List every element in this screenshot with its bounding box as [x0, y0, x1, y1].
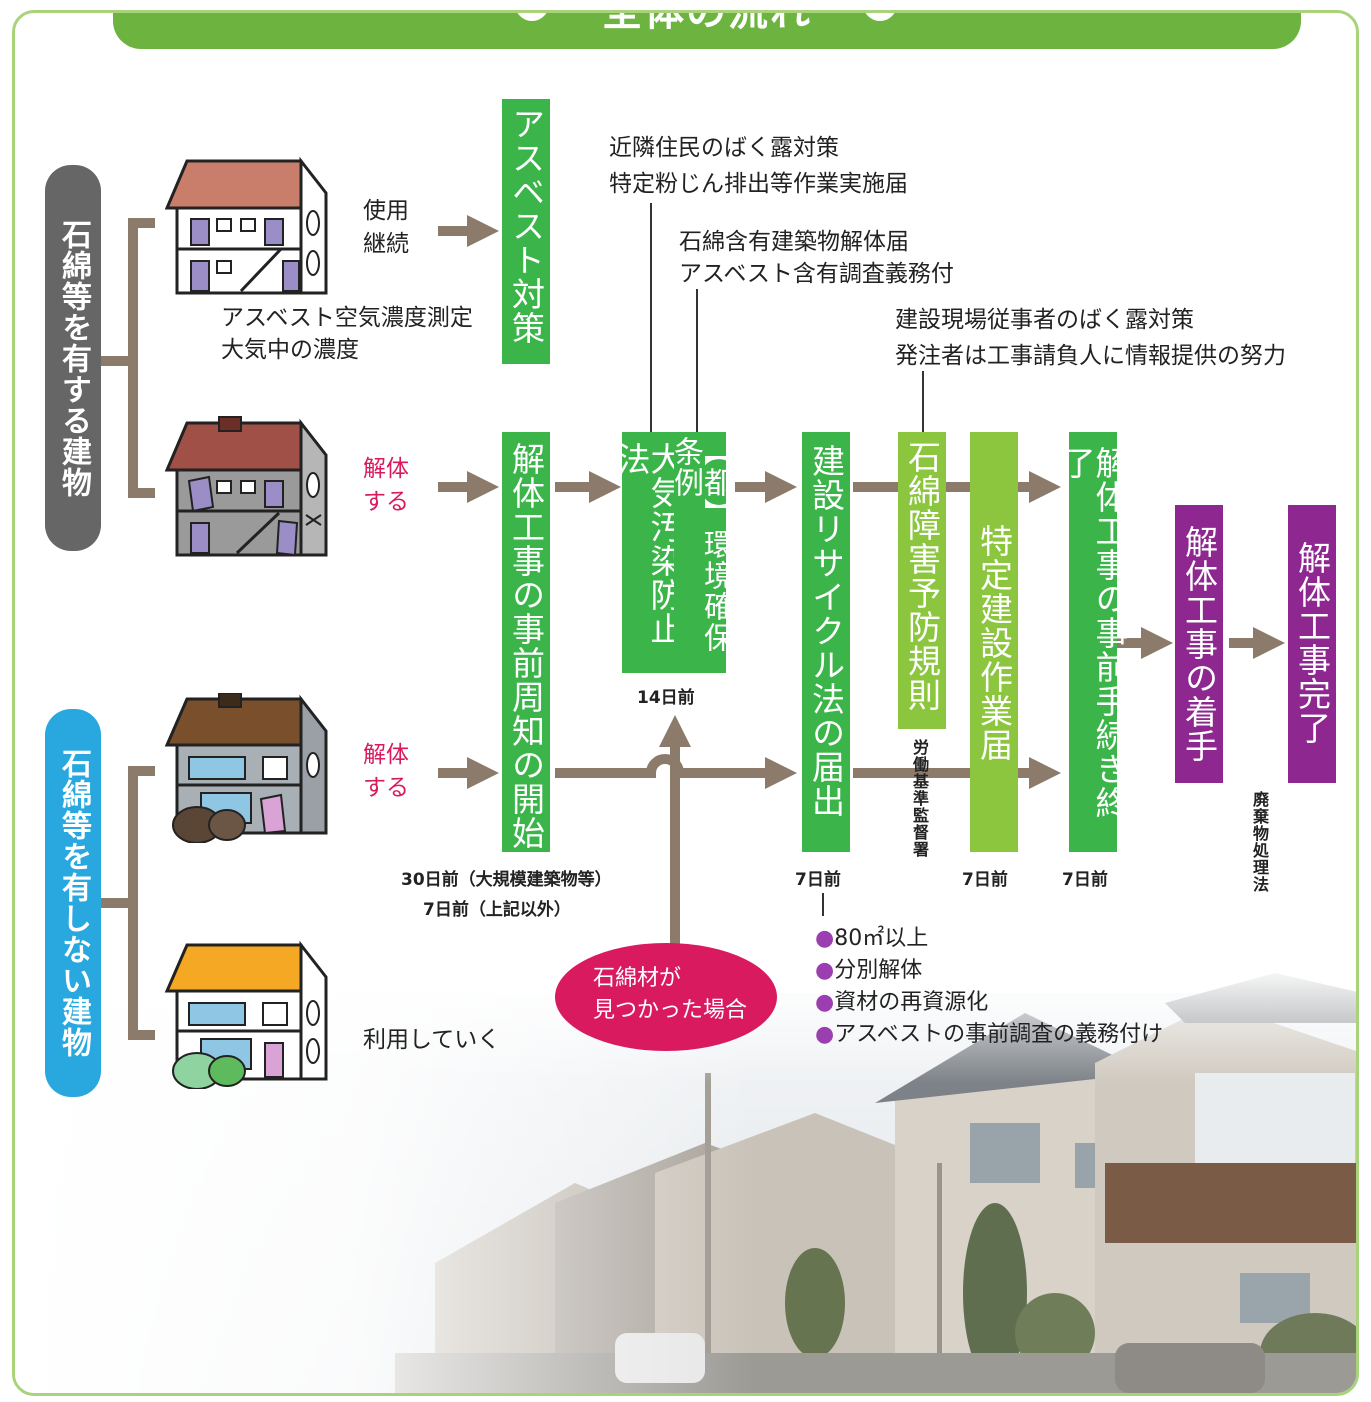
category-without-asbestos-label: 石綿等を有しない建物 [56, 748, 91, 1058]
box-recycle-law-label: 建設リサイクル法の届出 [806, 444, 846, 818]
found-asbestos-bubble: 石綿材が 見つかった場合 [555, 943, 777, 1051]
category-without-asbestos: 石綿等を有しない建物 [45, 709, 101, 1097]
box-asbestos-rule-label: 石綿障害予防規則 [902, 440, 942, 712]
box-specific-work: 特定建設作業届 [970, 432, 1018, 852]
timing-recycle: 7日前 [795, 870, 841, 890]
label-demolish-2: 解体する [363, 742, 409, 801]
note-neighbor-exposure: 近隣住民のばく露対策 [609, 135, 839, 161]
house-icon-demolish-2 [164, 693, 328, 843]
box-notice-start: 解体工事の事前周知の開始 [502, 432, 550, 852]
note-worker-exposure: 建設現場従事者のばく露対策 [895, 307, 1194, 333]
box-tokyo-ordinance: 【都】環境確保条例 [668, 432, 733, 673]
flow-lines [101, 203, 1286, 1040]
tree-bottom-branch-2 [128, 903, 155, 1040]
label-demolish-1: 解体する [363, 456, 409, 515]
box-procedure-end: 解体工事の事前手続き終了 [1057, 432, 1129, 852]
tree-top-branch-1 [101, 218, 155, 366]
recycle-condition-item: ●分別解体 [815, 958, 923, 983]
bullet-icon: ● [815, 1022, 835, 1047]
recycle-condition-item: ●80㎡以上 [815, 926, 929, 951]
box-procedure-end-label: 解体工事の事前手続き終了 [1057, 446, 1129, 820]
box-asbestos-rule: 石綿障害予防規則 [898, 432, 946, 729]
box-work-complete-label: 解体工事完了 [1292, 541, 1332, 745]
timing-procedure-end: 7日前 [1062, 870, 1108, 890]
timing-30-days: 30日前（大規模建築物等） [401, 870, 612, 890]
timing-14-days: 14日前 [637, 688, 695, 708]
found-asbestos-line1: 石綿材が [593, 966, 682, 991]
note-air-measure: アスベスト空気濃度測定 [221, 305, 473, 331]
note-air-concentration: 大気中の濃度 [221, 337, 359, 363]
office-labor: 労働基準監督署 [910, 739, 929, 858]
note-info-provision: 発注者は工事請負人に情報提供の努力 [895, 343, 1286, 369]
bullet-icon: ● [815, 958, 835, 983]
page-title: 全体の流れ [602, 10, 812, 35]
note-demolition-report: 石綿含有建築物解体届 [679, 229, 909, 255]
house-icon-demolish-1 [164, 416, 328, 557]
box-work-start: 解体工事の着手 [1175, 505, 1223, 783]
label-continue-use: 使用継続 [363, 198, 409, 257]
box-air-pollution-law: 大気汚染防止法 [612, 432, 684, 673]
arrow-notice-to-recycle [555, 754, 798, 790]
header-dot-left [515, 13, 549, 21]
box-work-complete: 解体工事完了 [1288, 505, 1336, 783]
category-with-asbestos-label: 石綿等を有する建物 [56, 218, 91, 498]
box-asbestos-measures: アスベスト対策 [502, 99, 550, 364]
box-recycle-law: 建設リサイクル法の届出 [802, 432, 850, 852]
bullet-icon: ● [815, 926, 835, 951]
box-asbestos-measures-label: アスベスト対策 [506, 107, 546, 345]
note-dust-report: 特定粉じん排出等作業実施届 [609, 171, 908, 197]
tree-top-branch-2 [128, 361, 155, 498]
house-icon-continue [164, 156, 328, 295]
recycle-conditions-list: ●80㎡以上 ●分別解体 ●資材の再資源化 ●アスベストの事前調査の義務付け [815, 923, 1163, 1051]
diagram-frame: 全体の流れ [12, 10, 1359, 1396]
header-banner: 全体の流れ [113, 10, 1301, 49]
header-dot-right [863, 13, 897, 21]
found-asbestos-line2: 見つかった場合 [593, 998, 748, 1023]
office-waste-law: 廃棄物処理法 [1250, 791, 1269, 893]
recycle-condition-item: ●アスベストの事前調査の義務付け [815, 1022, 1164, 1047]
box-tokyo-ordinance-label: 【都】環境確保条例 [668, 436, 733, 653]
timing-7-days-other: 7日前（上記以外） [423, 900, 571, 920]
note-survey-obligation: アスベスト含有調査義務付 [679, 261, 954, 287]
box-notice-start-label: 解体工事の事前周知の開始 [506, 442, 546, 850]
box-work-start-label: 解体工事の着手 [1179, 525, 1219, 763]
recycle-condition-item: ●資材の再資源化 [815, 990, 989, 1015]
tree-bottom-branch-1 [101, 766, 155, 908]
category-with-asbestos: 石綿等を有する建物 [45, 165, 101, 551]
label-keep-using: 利用していく [363, 1027, 501, 1053]
house-icon-keep [164, 940, 328, 1089]
bullet-icon: ● [815, 990, 835, 1015]
timing-specific-work: 7日前 [962, 870, 1008, 890]
box-specific-work-label: 特定建設作業届 [974, 524, 1014, 762]
